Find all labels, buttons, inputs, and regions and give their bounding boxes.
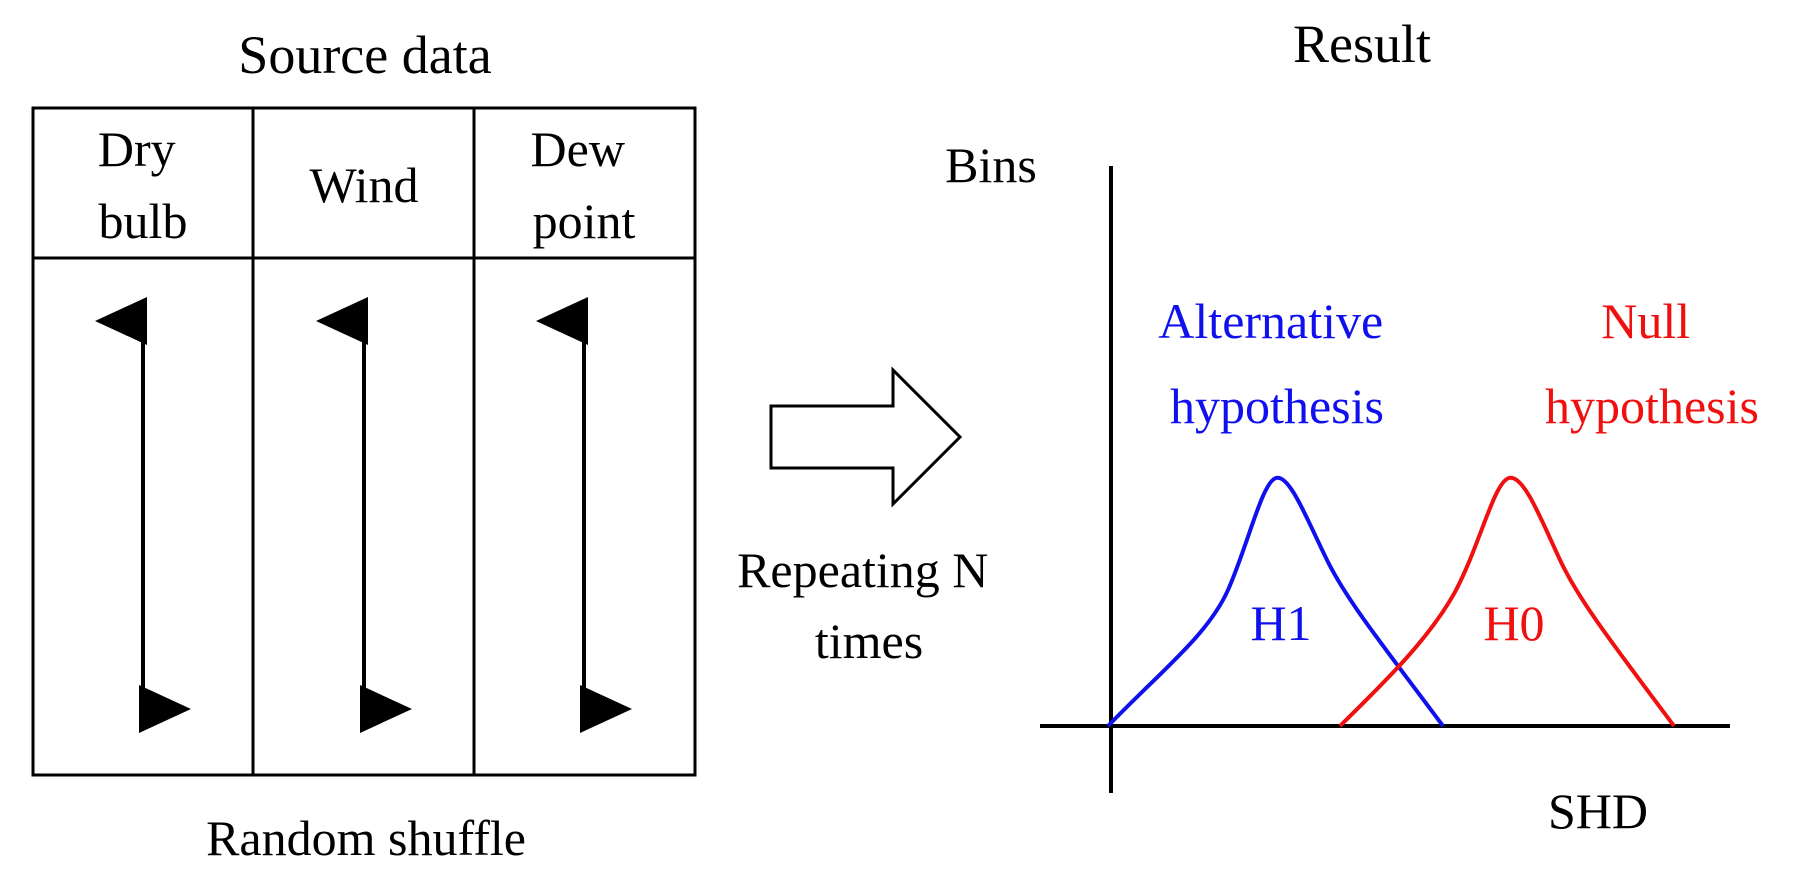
h0-label: H0 [1483,595,1544,651]
result-title: Result [1293,14,1431,74]
y-axis-label: Bins [945,137,1037,193]
column-header-dew-point: Dew point [531,121,638,249]
null-hypothesis-line: hypothesis [1545,378,1759,434]
null-hypothesis-label: Null hypothesis [1545,293,1759,434]
x-axis-label: SHD [1548,783,1648,839]
null-hypothesis-line: Null [1601,293,1690,349]
result-axes [1040,166,1730,793]
column-header-dry-bulb: Dry bulb [98,121,188,249]
alternative-hypothesis-label: Alternative hypothesis [1158,293,1395,434]
source-title: Source data [238,25,491,85]
shuffle-arrows [95,297,632,733]
source-data-table [31,106,697,777]
right-arrow-icon [769,366,963,508]
column-header-wind: Wind [309,157,418,213]
alternative-hypothesis-line: hypothesis [1170,378,1384,434]
column-header-line: Dry [98,121,176,177]
column-header-line: Dew [531,121,625,177]
null-distribution-curve [1338,475,1676,728]
h1-label: H1 [1250,595,1311,651]
column-header-line: Wind [309,157,418,213]
process-label-line: times [815,613,923,669]
source-caption: Random shuffle [206,810,526,866]
column-header-line: bulb [99,193,188,249]
table-border [31,106,697,777]
process-label-line: Repeating N [737,542,988,598]
column-header-line: point [533,193,636,249]
alternative-hypothesis-line: Alternative [1158,293,1383,349]
alternative-distribution-curve [1106,475,1445,728]
process-label: Repeating N times [737,542,1001,669]
